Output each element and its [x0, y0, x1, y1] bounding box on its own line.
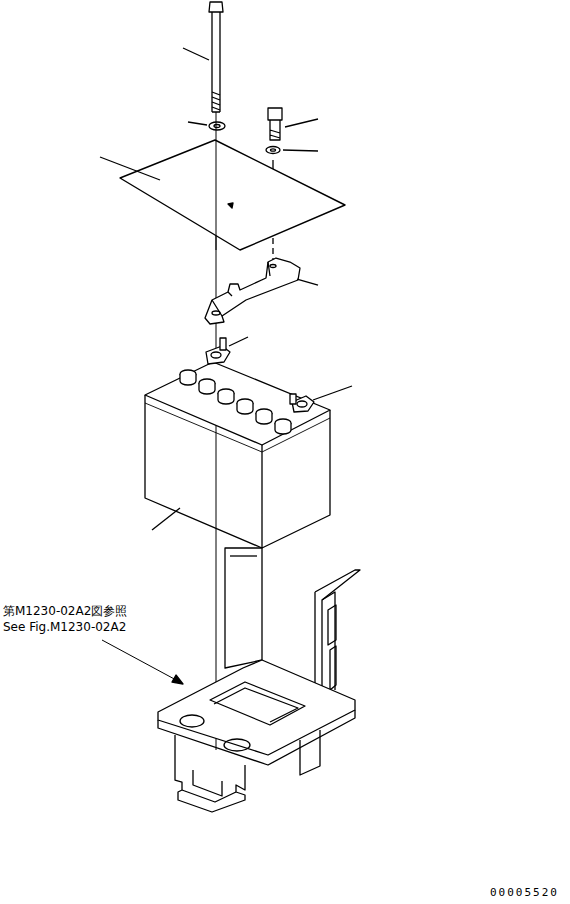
battery-tray: [158, 548, 360, 812]
reference-note: 第M1230-02A2図参照: [3, 603, 127, 620]
drawing-number: 00005520: [490, 886, 559, 899]
long-bolt: [209, 2, 223, 112]
reference-note: See Fig.M1230-02A2: [3, 620, 126, 634]
battery: [145, 338, 330, 548]
leader-line: [183, 48, 209, 60]
